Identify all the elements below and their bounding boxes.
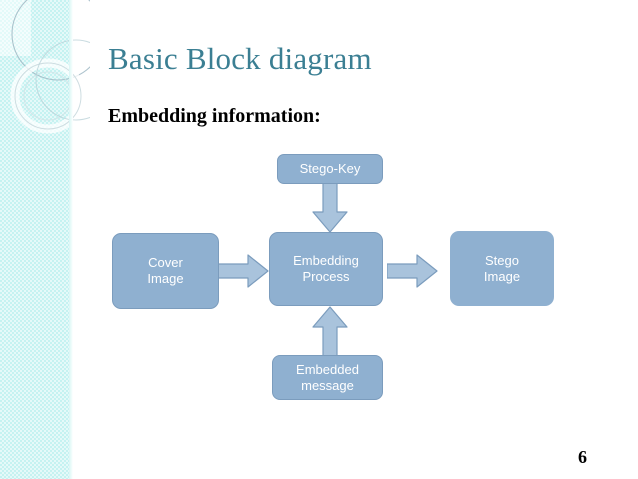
page-title: Basic Block diagram: [108, 41, 372, 76]
sidebar-edge-divider: [69, 0, 73, 479]
node-stego-image[interactable]: Stego Image: [450, 231, 554, 306]
node-cover-image[interactable]: Cover Image: [112, 233, 219, 309]
node-embedded-message[interactable]: Embedded message: [272, 355, 383, 400]
page-number: 6: [578, 447, 587, 467]
arrow-embedded-to-embedding: [312, 306, 348, 358]
arrow-cover-to-embedding: [218, 254, 269, 288]
arrow-embedding-to-stego-image: [387, 254, 438, 288]
arrow-stego-key-to-embedding: [312, 182, 348, 233]
section-subheading: Embedding information:: [108, 105, 321, 127]
node-stego-key[interactable]: Stego-Key: [277, 154, 383, 184]
node-embedding-process[interactable]: Embedding Process: [269, 232, 383, 306]
